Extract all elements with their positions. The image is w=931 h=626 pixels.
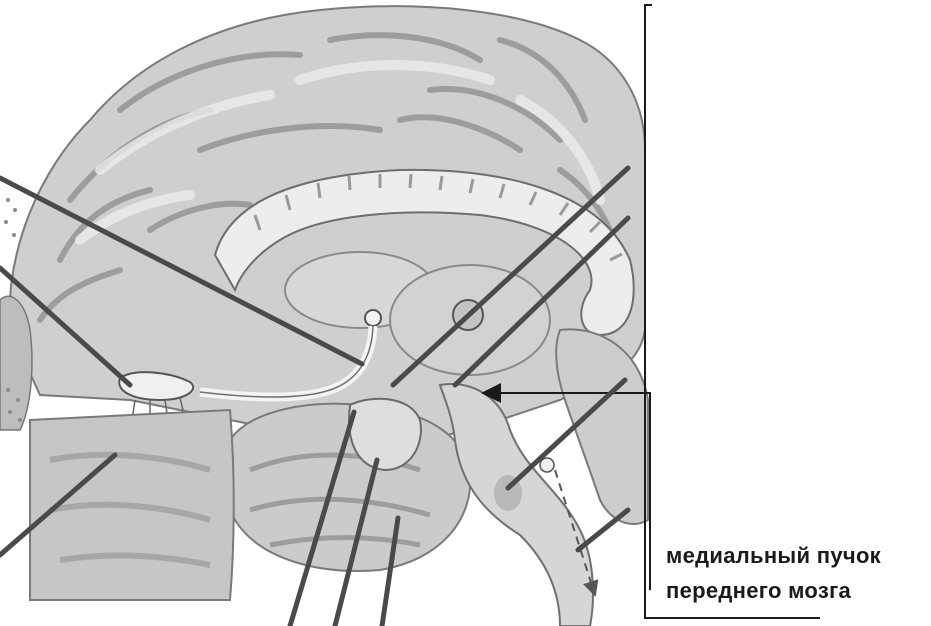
frontal-base [0,296,32,430]
label-line-2: переднего мозга [666,573,928,608]
locus-coeruleus [540,458,554,472]
medial-forebrain-bundle-label: медиальный пучок переднего мозга [666,538,928,608]
anterior-commissure [365,310,381,326]
label-line-1: медиальный пучок [666,538,928,573]
pointer-line-7 [578,510,628,550]
cerebellum [556,329,648,524]
right-bracket [645,5,820,618]
